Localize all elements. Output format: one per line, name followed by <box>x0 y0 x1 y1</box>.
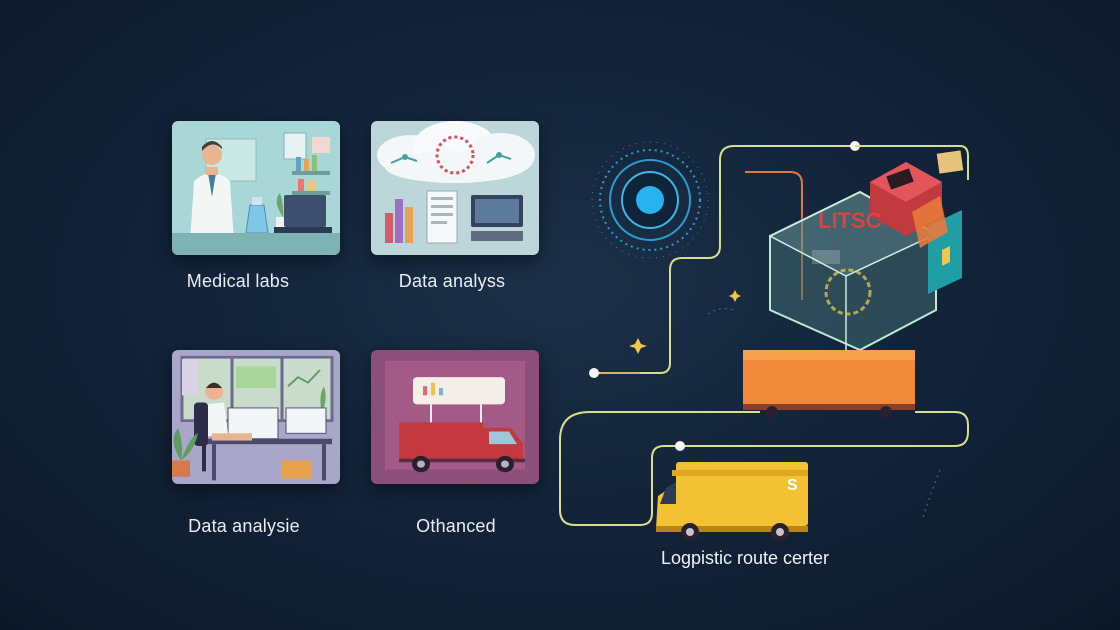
tile-caption-data-analysis: Data analyss <box>398 271 506 291</box>
trailer-icon <box>743 350 915 418</box>
medical-lab-illustration <box>172 121 340 255</box>
route-node-start <box>589 368 599 378</box>
tile-data-analyst-desk[interactable] <box>172 350 340 484</box>
route-line-orange <box>745 171 803 300</box>
dotted-trail <box>707 308 735 315</box>
route-line-loop <box>680 411 969 447</box>
analyst-desk-illustration <box>172 350 340 484</box>
route-center-label: Logpistic route certer <box>660 548 830 568</box>
route-node-top-end <box>850 141 860 151</box>
route-line-bottom <box>559 411 760 526</box>
sparkle-icon <box>629 338 647 354</box>
sparkle-icon-small <box>729 290 741 302</box>
route-node-van <box>675 441 685 451</box>
tile-truck-delivery[interactable] <box>371 350 539 484</box>
tile-medical-labs[interactable] <box>172 121 340 255</box>
route-line-right <box>855 145 969 180</box>
van-logo: S <box>787 477 798 494</box>
delivery-van-icon <box>656 462 808 541</box>
sensor-radar-icon <box>591 141 709 259</box>
route-line-top <box>595 145 855 374</box>
tile-caption-medical-labs: Medical labs <box>186 271 290 291</box>
dotted-trail-right <box>921 469 941 521</box>
data-cloud-illustration <box>371 121 539 255</box>
hub-sign: LITSC <box>818 208 882 233</box>
tile-caption-data-analysie: Data analysie <box>188 516 300 536</box>
truck-illustration <box>371 350 539 484</box>
tile-caption-othanced: Othanced <box>416 516 496 536</box>
hub-cube-icon <box>768 150 964 352</box>
tile-data-analysis-cloud[interactable] <box>371 121 539 255</box>
